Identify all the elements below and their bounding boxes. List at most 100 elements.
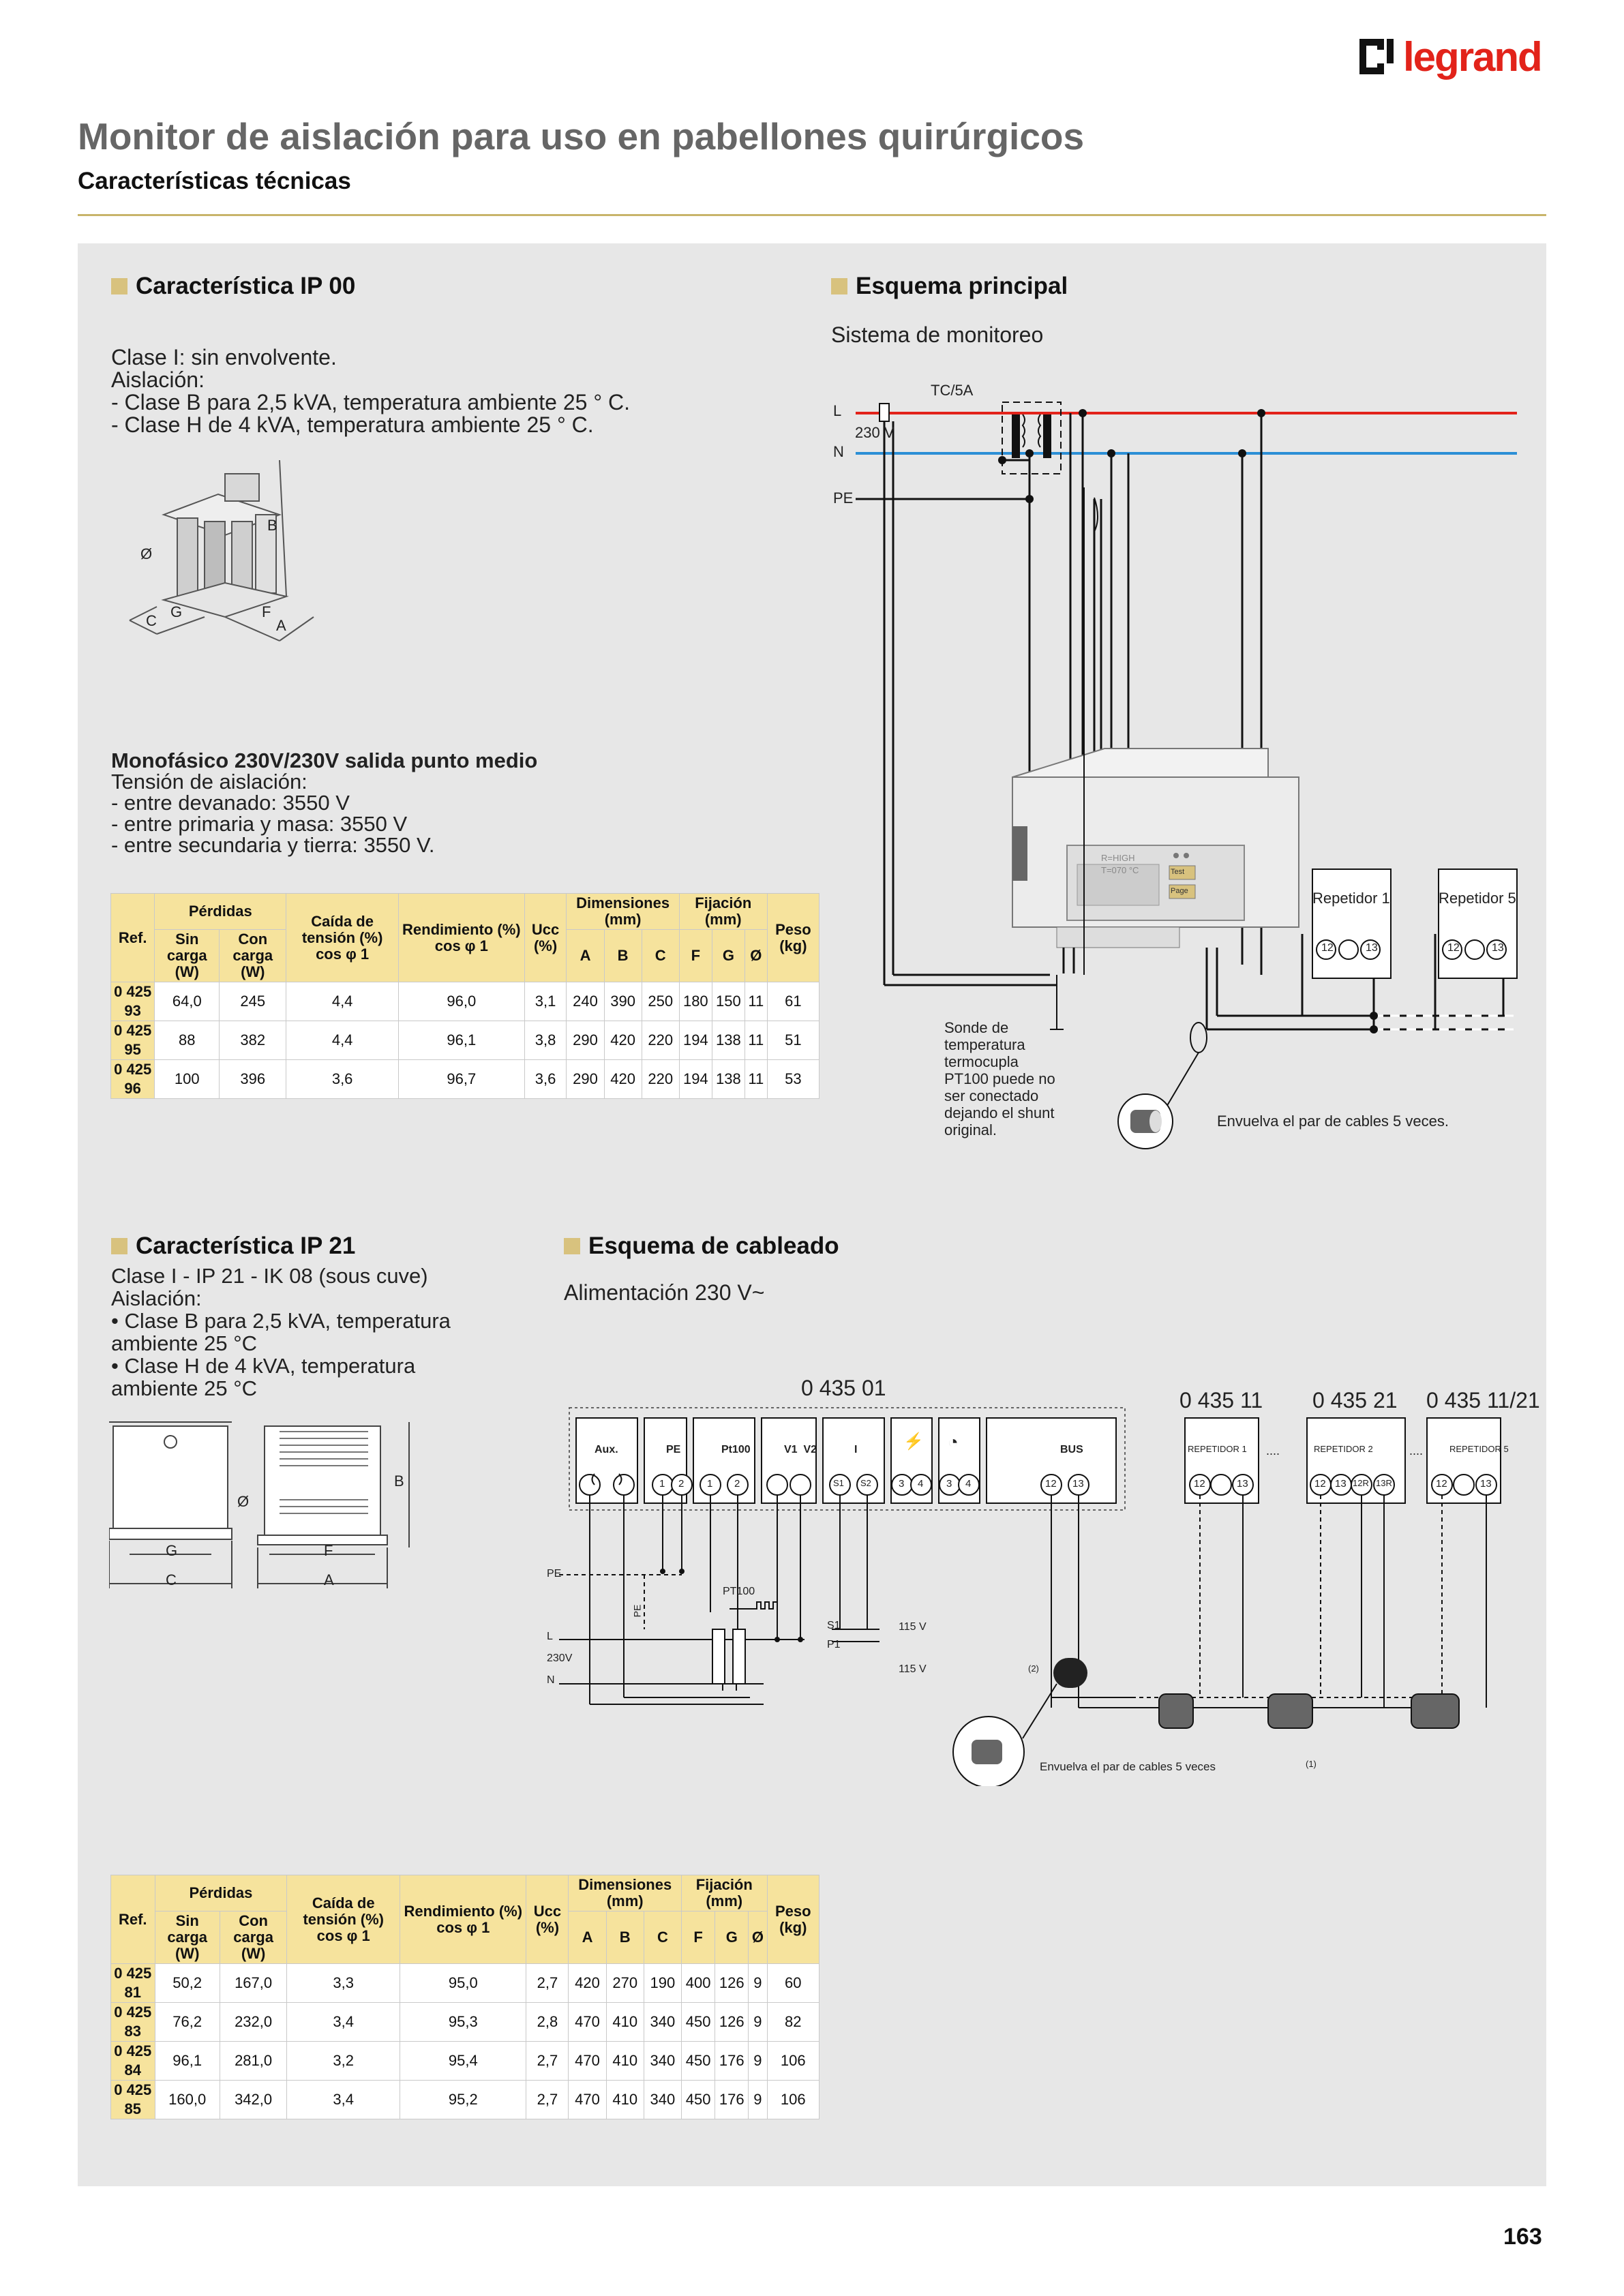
ip00-description: Clase I: sin envolvente. Aislación: - Cl… xyxy=(111,346,630,436)
ip00-line: - Clase B para 2,5 kVA, temperatura ambi… xyxy=(111,390,631,414)
device-display: R=HIGH T=070 °C xyxy=(1101,852,1139,877)
repeater-1-label: Repetidor 1 xyxy=(1312,890,1390,907)
table-cell: 2,7 xyxy=(526,2080,569,2119)
table-cell: 3,4 xyxy=(286,2002,401,2042)
table-cell: 11 xyxy=(744,982,768,1021)
table-cell: 2,8 xyxy=(526,2002,569,2042)
line-pe-label: PE xyxy=(833,489,854,507)
wire-115v-a-label: 115 V xyxy=(899,1621,927,1633)
table-cell: 138 xyxy=(711,1059,745,1099)
th-con-carga: Con carga (W) xyxy=(219,929,287,982)
mono-description: Monofásico 230V/230V salida punto medio … xyxy=(111,750,537,856)
header-divider xyxy=(78,214,1546,216)
table-cell: 53 xyxy=(766,1059,820,1099)
wiring-diagram xyxy=(559,1407,1501,1786)
section-ip21-heading: Característica IP 21 xyxy=(111,1233,355,1260)
module-pt100-label: Pt100 xyxy=(721,1444,751,1455)
mod6-t3: 3 xyxy=(899,1478,905,1490)
th-c: C xyxy=(643,1911,682,1964)
ip21-dim-a: A xyxy=(324,1571,334,1588)
wire-pe-vertical-label: PE xyxy=(631,1604,643,1618)
section-esquema-cableado-title: Esquema de cableado xyxy=(588,1233,839,1259)
mono-title: Monofásico 230V/230V salida punto medio xyxy=(111,749,538,772)
wire-115v-b-label: 115 V xyxy=(899,1663,927,1675)
rep5-t13: 13 xyxy=(1480,1478,1492,1490)
table-cell: 96,7 xyxy=(397,1059,525,1099)
table-cell: 220 xyxy=(641,1021,680,1060)
ip21-line: • Clase B para 2,5 kVA, temperatura xyxy=(111,1309,451,1333)
table-cell: 340 xyxy=(643,2041,682,2081)
th-f: F xyxy=(678,929,712,982)
th-sin-carga: Sin carga (W) xyxy=(154,929,220,982)
ref-repeater-2: 0 435 21 xyxy=(1312,1388,1398,1413)
table-cell: 9 xyxy=(748,1963,768,2003)
th-rendimiento: Rendimiento (%) cos φ 1 xyxy=(397,893,525,982)
test-button-label: Test xyxy=(1171,868,1185,876)
rep2-t13r: 13R xyxy=(1376,1478,1392,1488)
table-cell: 194 xyxy=(678,1059,712,1099)
ip00-line: - Clase H de 4 kVA, temperatura ambiente… xyxy=(111,412,594,437)
wire-n-label: N xyxy=(547,1674,555,1686)
ip21-line: ambiente 25 °C xyxy=(111,1376,258,1400)
table-cell: 9 xyxy=(748,2002,768,2042)
rep2-t13: 13 xyxy=(1335,1478,1347,1490)
table-cell: 180 xyxy=(678,982,712,1021)
table-cell: 3,6 xyxy=(286,1059,399,1099)
table-cell: 340 xyxy=(643,2002,682,2042)
module-aux-label: Aux. xyxy=(595,1444,618,1455)
table-cell: 76,2 xyxy=(154,2002,220,2042)
ip00-line: Clase I: sin envolvente. xyxy=(111,345,337,369)
ref-repeater-3: 0 435 11/21 xyxy=(1426,1388,1540,1413)
wire-pe-label: PE xyxy=(547,1568,562,1580)
table-cell: 410 xyxy=(605,2041,644,2081)
i-s1: S1 xyxy=(833,1478,844,1488)
table-cell: 88 xyxy=(154,1021,220,1060)
page-title: Monitor de aislación para uso en pabello… xyxy=(78,115,1085,157)
table-cell: 410 xyxy=(605,2002,644,2042)
bus-t12: 12 xyxy=(1045,1478,1057,1490)
sonde-line: temperatura xyxy=(944,1036,1025,1053)
pt100-t1: 1 xyxy=(707,1478,713,1490)
th-ucc: Ucc (%) xyxy=(524,893,567,982)
sonde-line: original. xyxy=(944,1121,997,1138)
display-unit: °C xyxy=(1128,865,1139,875)
th-diameter: Ø xyxy=(744,929,768,982)
ip21-dim-f: F xyxy=(324,1542,333,1559)
table-cell: 3,1 xyxy=(524,982,567,1021)
ip21-dim-g: G xyxy=(166,1542,178,1559)
section-bullet-icon xyxy=(564,1238,580,1254)
ip21-dim-b: B xyxy=(394,1472,404,1490)
table-cell: 420 xyxy=(568,1963,607,2003)
page-subtitle: Características técnicas xyxy=(78,168,351,194)
table-cell: 270 xyxy=(605,1963,644,2003)
mod7-t4: 4 xyxy=(965,1478,972,1490)
table-cell: 470 xyxy=(568,2080,607,2119)
table-cell: 167,0 xyxy=(219,1963,288,2003)
table-cell: 9 xyxy=(748,2080,768,2119)
th-ref: Ref. xyxy=(110,893,155,982)
wrap-note-principal: Envuelva el par de cables 5 veces. xyxy=(1217,1113,1449,1130)
bus-t13: 13 xyxy=(1072,1478,1084,1490)
section-esquema-principal-title: Esquema principal xyxy=(856,273,1068,299)
table-cell: 410 xyxy=(605,2080,644,2119)
table-cell: 3,4 xyxy=(286,2080,401,2119)
ref-cell: 0 425 84 xyxy=(110,2041,155,2081)
dim-b-label: B xyxy=(267,517,277,534)
table-cell: 61 xyxy=(766,982,820,1021)
table-cell: 82 xyxy=(766,2002,819,2042)
voltage-230-label: 230 V xyxy=(855,424,894,441)
table-cell: 4,4 xyxy=(286,982,399,1021)
module-v1v2-label: V1 V2 xyxy=(784,1444,817,1455)
table-cell: 126 xyxy=(715,2002,749,2042)
table-cell: 96,1 xyxy=(397,1021,525,1060)
spec-table-ip21: Ref. Pérdidas Caída de tensión (%) cos φ… xyxy=(110,1875,819,2119)
table-cell: 64,0 xyxy=(154,982,220,1021)
table-cell: 390 xyxy=(603,982,642,1021)
pe-t1: 1 xyxy=(659,1478,665,1490)
legrand-mark-icon xyxy=(1359,39,1394,74)
mono-line: - entre secundaria y tierra: 3550 V. xyxy=(111,833,435,857)
